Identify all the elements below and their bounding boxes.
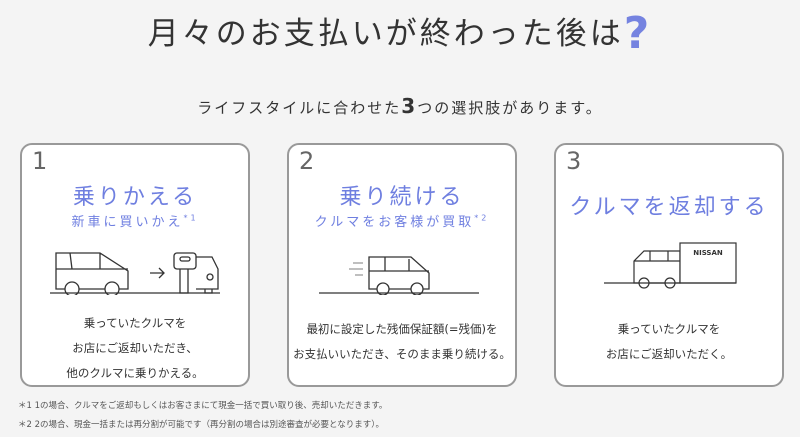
subtitle: ライフスタイルに合わせた3つの選択肢があります。 xyxy=(197,94,603,118)
card-number: 2 xyxy=(299,147,315,175)
card-subheading: クルマをお客様が買取*2 xyxy=(314,213,490,230)
footnote-2: ＊2 2の場合、現金一括または再分割が可能です（再分割の場合は別途審査が必要とな… xyxy=(18,420,385,430)
card-number: 3 xyxy=(566,147,582,175)
car-to-key-icon xyxy=(50,252,220,295)
footnote-1: ＊1 1の場合、クルマをご返却もしくはお客さまにて現金一括で買い取り後、売却いた… xyxy=(18,401,388,411)
card-heading: クルマを返却する xyxy=(569,195,769,220)
card-description: 乗っていたクルマをお店にご返却いただく。 xyxy=(605,322,733,361)
dealer-building-label: NISSAN xyxy=(693,249,723,257)
card-description: 最初に設定した残価保証額(=残価)をお支払いいただき、そのまま乗り続ける。 xyxy=(293,322,511,361)
card-subheading: 新車に買いかえ*1 xyxy=(71,213,199,230)
card-heading: 乗りかえる xyxy=(72,185,198,210)
option-card-trade-in: 1 乗りかえる 新車に買いかえ*1 乗っていたクルマをお店にご返却いただき、他の… xyxy=(20,143,250,387)
option-card-keep: 2 乗り続ける クルマをお客様が買取*2 最初に設定した残価保証額(=残価)をお… xyxy=(287,143,517,387)
moving-car-icon xyxy=(319,256,479,295)
option-card-return: 3 クルマを返却する NISSAN 乗っていたクルマをお店にご返却いただく。 xyxy=(554,143,784,387)
page-title: 月々のお支払いが終わった後は? xyxy=(147,8,653,59)
car-return-to-dealer-icon xyxy=(604,242,737,289)
card-heading: 乗り続ける xyxy=(339,185,465,210)
card-description: 乗っていたクルマをお店にご返却いただき、他のクルマに乗りかえる。 xyxy=(66,316,204,380)
card-number: 1 xyxy=(32,147,48,175)
question-mark: ? xyxy=(623,8,653,59)
